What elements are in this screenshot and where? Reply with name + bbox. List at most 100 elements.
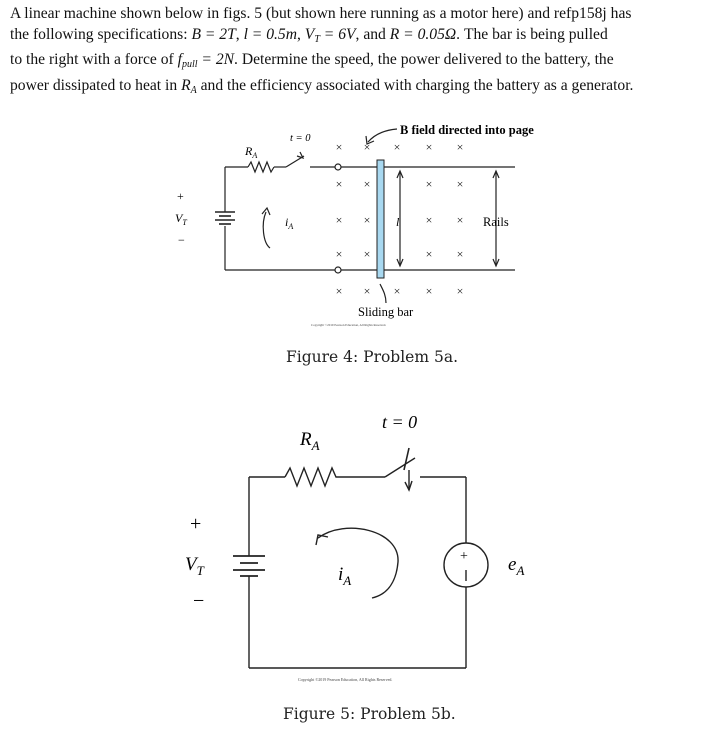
source-plus: + [460, 549, 468, 564]
spec-ra: R [181, 76, 191, 94]
problem-line-1: A linear machine shown below in figs. 5 … [10, 5, 632, 22]
b-field-cross: × [457, 284, 464, 298]
resistor-label-main: R [299, 429, 312, 450]
problem-text: and the efficiency associated with charg… [196, 76, 634, 94]
problem-line-3: to the right with a force of fpull = 2N.… [10, 50, 716, 76]
current-label-sub: A [342, 573, 351, 588]
figure-4-diagram: ×××××××××××××××××××××× B field directed … [175, 123, 534, 328]
figure-5-caption: Figure 5: Problem 5b. [283, 705, 456, 723]
b-field-cross: × [364, 213, 371, 227]
battery-label-main: V [185, 554, 199, 575]
switch-time-label: t = 0 [290, 133, 311, 144]
length-arrowhead [396, 169, 404, 179]
b-field-cross: × [426, 140, 433, 154]
spec-f-value: = 2N [197, 51, 235, 68]
copyright-notice: Copyright ©2019 Pearson Education, All R… [311, 322, 386, 328]
spec-ra-sub: A [190, 84, 197, 96]
b-field-cross: × [336, 213, 343, 227]
b-field-cross: × [364, 247, 371, 261]
b-field-cross: × [364, 284, 371, 298]
current-label: iA [338, 564, 351, 588]
source-label-sub: A [515, 563, 524, 578]
battery-label-sub: T [197, 563, 205, 578]
length-arrowhead [396, 258, 404, 268]
spec-f: f [177, 51, 182, 68]
current-arrowhead [261, 206, 271, 216]
b-field-cross: × [426, 247, 433, 261]
b-field-cross: × [364, 177, 371, 191]
rails-arrowhead [492, 258, 500, 268]
resistor-label: RA [244, 144, 257, 160]
b-field-cross: × [457, 140, 464, 154]
battery-plus: + [177, 189, 184, 203]
problem-line-4: power dissipated to heat in RA and the e… [10, 76, 716, 102]
problem-text: the following specifications: [10, 25, 192, 43]
spec-b: B = 2T [191, 25, 236, 43]
current-label-main: i [285, 215, 288, 229]
b-field-pointer [367, 128, 398, 143]
b-field-cross: × [426, 213, 433, 227]
problem-text: . Determine the speed, the power deliver… [234, 51, 614, 68]
sliding-bar [376, 159, 385, 279]
current-label-sub: A [287, 222, 293, 231]
resistor-label-main: R [244, 144, 253, 158]
b-field-cross: × [336, 284, 343, 298]
switch-arrow [296, 151, 305, 160]
sliding-bar-pointer [379, 283, 387, 304]
b-field-pointer-head [365, 135, 375, 145]
current-arrow-arc [317, 527, 399, 599]
battery-label-sub: T [182, 218, 187, 227]
resistor-label-sub: A [251, 151, 257, 160]
spec-vt-value: = 6V [319, 25, 356, 43]
resistor-zigzag [284, 466, 341, 488]
switch-blade [384, 457, 416, 478]
b-field-cross: × [364, 140, 371, 154]
source-label: eA [508, 554, 524, 578]
battery-minus: − [193, 590, 204, 612]
problem-text: to the right with a force of [10, 51, 178, 68]
b-field-cross: × [336, 177, 343, 191]
resistor-label: RA [299, 429, 320, 453]
problem-statement: A linear machine shown below in figs. 5 … [10, 4, 716, 101]
figure-5-diagram: t = 0 RA iA + VT − + eA Copyright ©2019 … [185, 412, 524, 683]
b-field-crosses: ×××××××××××××××××××××× [336, 140, 464, 298]
current-arrowhead [315, 534, 329, 546]
b-field-cross: × [457, 247, 464, 261]
current-arrow-arc [262, 211, 271, 249]
b-field-cross: × [336, 140, 343, 154]
switch-time-label: t = 0 [382, 412, 417, 432]
sliding-bar-label: Sliding bar [358, 305, 414, 319]
rail-terminal [334, 163, 342, 171]
battery-label: VT [175, 211, 187, 227]
rails-arrowhead [492, 169, 500, 179]
voltage-source-circle [443, 542, 489, 588]
b-field-cross: × [426, 284, 433, 298]
battery-label-main: V [175, 211, 184, 225]
spec-l: l = 0.5m [243, 25, 297, 43]
spec-vt-sub: T [314, 33, 320, 45]
battery-label: VT [185, 554, 205, 578]
b-field-cross: × [426, 177, 433, 191]
problem-line-2: the following specifications: B = 2T, l … [10, 25, 608, 45]
spec-f-sub: pull [181, 59, 198, 70]
resistor-label-sub: A [311, 438, 320, 453]
spec-vt: V [304, 25, 315, 43]
current-label-main: i [338, 564, 343, 585]
source-label-main: e [508, 554, 516, 575]
b-field-cross: × [394, 284, 401, 298]
problem-text: . The bar is being pulled [456, 25, 608, 43]
rails-label: Rails [483, 215, 509, 229]
switch-stub [403, 447, 410, 471]
problem-text: power dissipated to heat in [10, 76, 182, 94]
b-field-cross: × [457, 213, 464, 227]
battery-minus: − [178, 233, 185, 247]
battery-plus: + [190, 513, 201, 535]
figure-4-caption: Figure 4: Problem 5a. [286, 348, 459, 366]
length-label: l [396, 215, 400, 229]
b-field-cross: × [336, 247, 343, 261]
b-field-label: B field directed into page [400, 123, 534, 137]
b-field-cross: × [394, 140, 401, 154]
copyright-notice: Copyright ©2019 Pearson Education, All R… [298, 677, 392, 683]
rail-terminal [334, 266, 342, 274]
spec-r: R = 0.05Ω [389, 25, 457, 43]
